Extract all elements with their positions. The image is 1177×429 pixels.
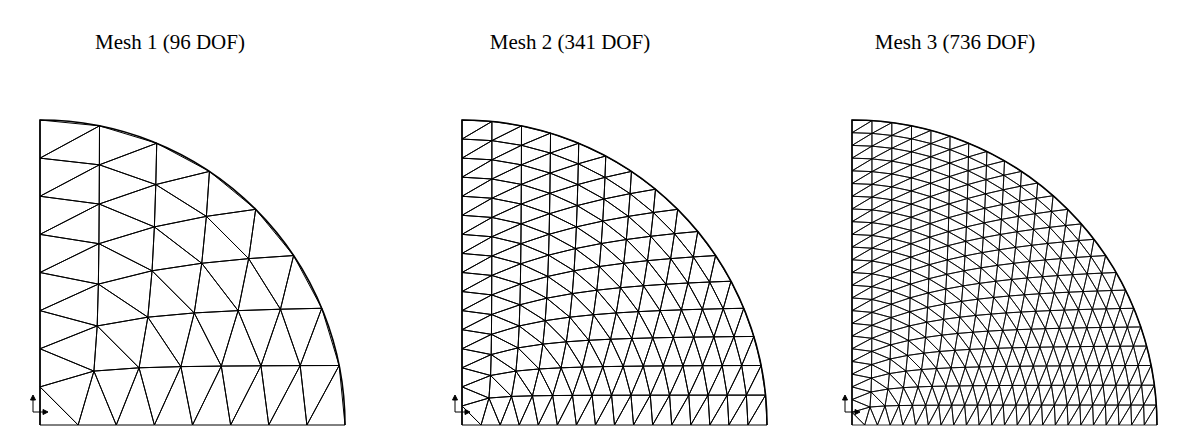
triangle-mesh bbox=[852, 120, 1157, 425]
mesh-boundary bbox=[852, 120, 1157, 425]
mesh-title: Mesh 2 (341 DOF) bbox=[488, 30, 652, 55]
mesh-title: Mesh 3 (736 DOF) bbox=[873, 30, 1037, 55]
mesh-boundary bbox=[462, 120, 767, 425]
mesh-title: Mesh 1 (96 DOF) bbox=[93, 30, 247, 55]
mesh-boundary bbox=[40, 120, 345, 425]
axis-symbols bbox=[31, 395, 861, 415]
triangle-mesh bbox=[462, 120, 767, 425]
triangle-mesh bbox=[40, 120, 345, 425]
